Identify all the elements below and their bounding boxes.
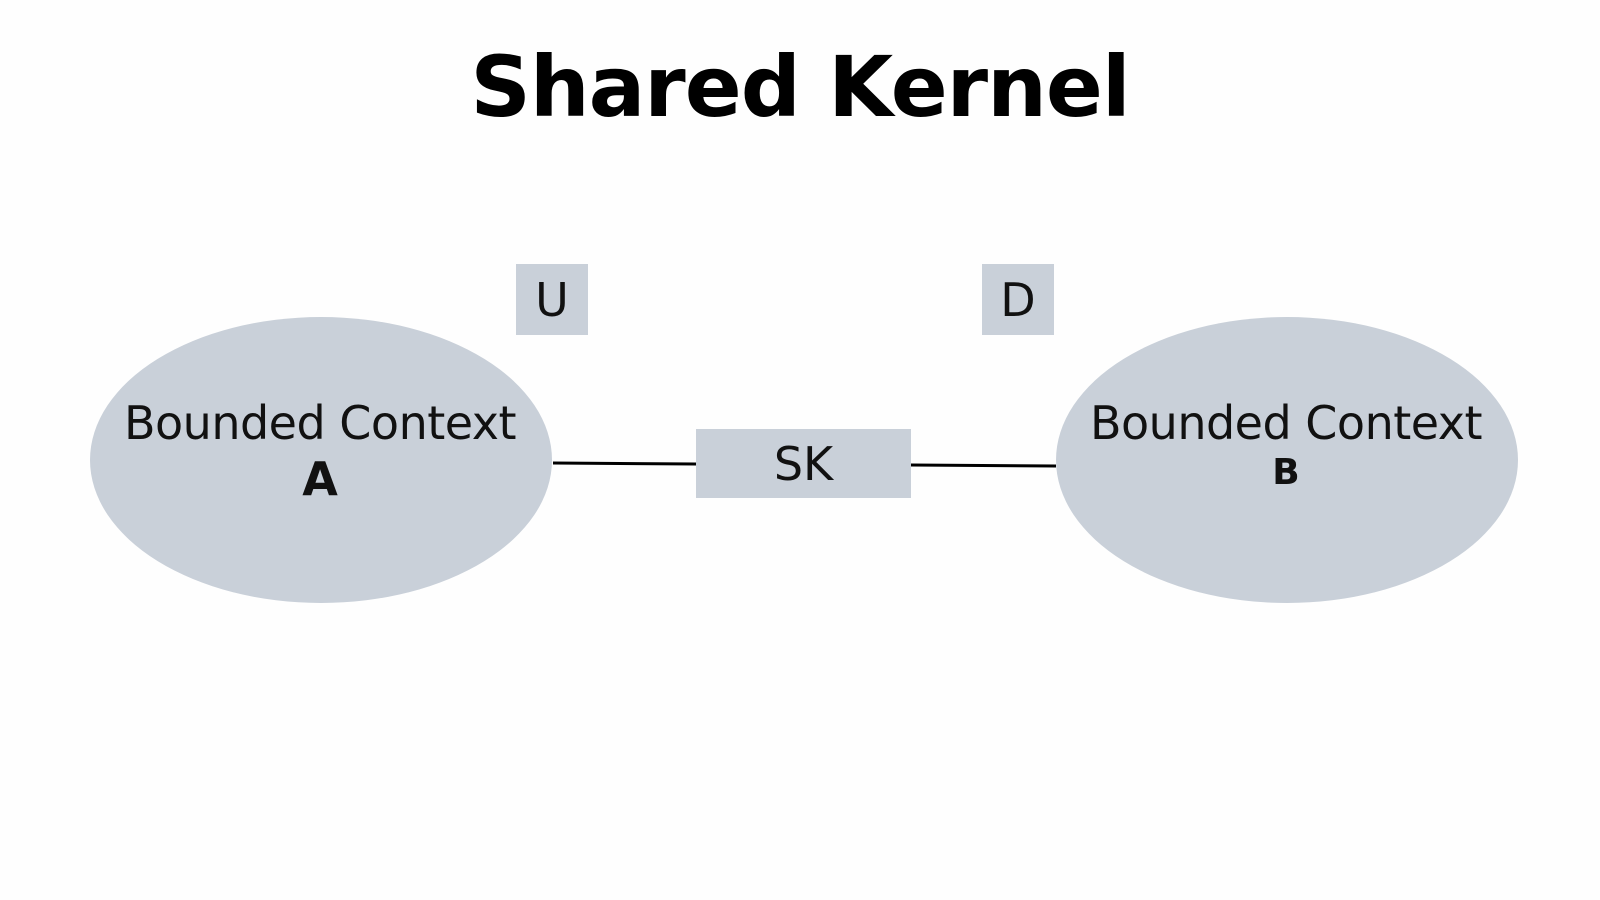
bounded-context-a-shape	[90, 317, 552, 603]
downstream-badge: D	[982, 264, 1054, 335]
bounded-context-b-shape	[1056, 317, 1518, 603]
diagram-title: Shared Kernel	[470, 38, 1130, 136]
bounded-context-a-id: A	[302, 452, 338, 506]
bounded-context-b-id: B	[1272, 452, 1300, 493]
shared-kernel-box: SK	[696, 429, 911, 498]
upstream-badge: U	[516, 264, 588, 335]
bounded-context-a-name: Bounded Context	[123, 396, 517, 450]
connector-a-to-sk	[552, 461, 697, 466]
bounded-context-b: Bounded Context B	[1056, 395, 1516, 495]
connector-sk-to-b	[910, 463, 1057, 468]
bounded-context-b-name: Bounded Context	[1089, 396, 1483, 450]
bounded-context-a: Bounded Context A	[90, 395, 550, 505]
